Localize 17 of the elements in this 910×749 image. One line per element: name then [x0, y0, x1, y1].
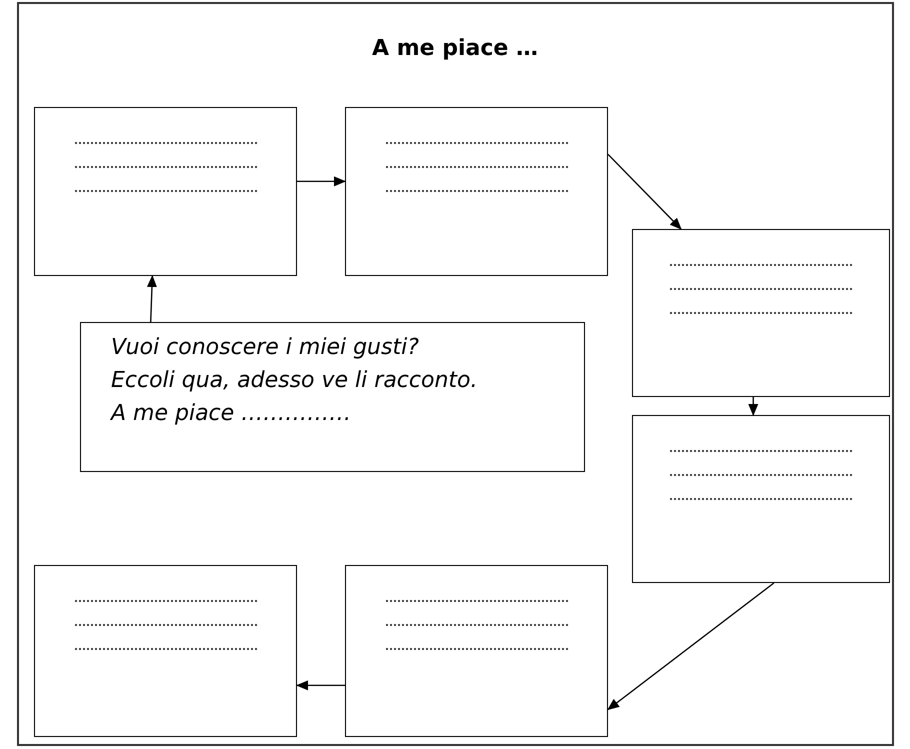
- arrow: [297, 176, 346, 186]
- story-text: A me piace ……………: [111, 400, 352, 428]
- story-text: Eccoli qua, adesso ve li racconto.: [111, 367, 478, 395]
- arrow: [748, 397, 758, 416]
- answer-box: [34, 107, 297, 276]
- story-text: Vuoi conoscere i miei gusti?: [111, 334, 420, 362]
- arrow: [608, 154, 682, 230]
- arrow: [296, 680, 345, 690]
- answer-box: [34, 565, 297, 737]
- answer-box: [345, 565, 608, 737]
- text-box: [80, 322, 585, 472]
- answer-box: [632, 415, 890, 583]
- answer-box: [632, 229, 890, 397]
- title: A me piace …: [371, 35, 539, 63]
- arrow: [607, 582, 774, 710]
- arrow: [146, 275, 157, 322]
- answer-box: [345, 107, 608, 276]
